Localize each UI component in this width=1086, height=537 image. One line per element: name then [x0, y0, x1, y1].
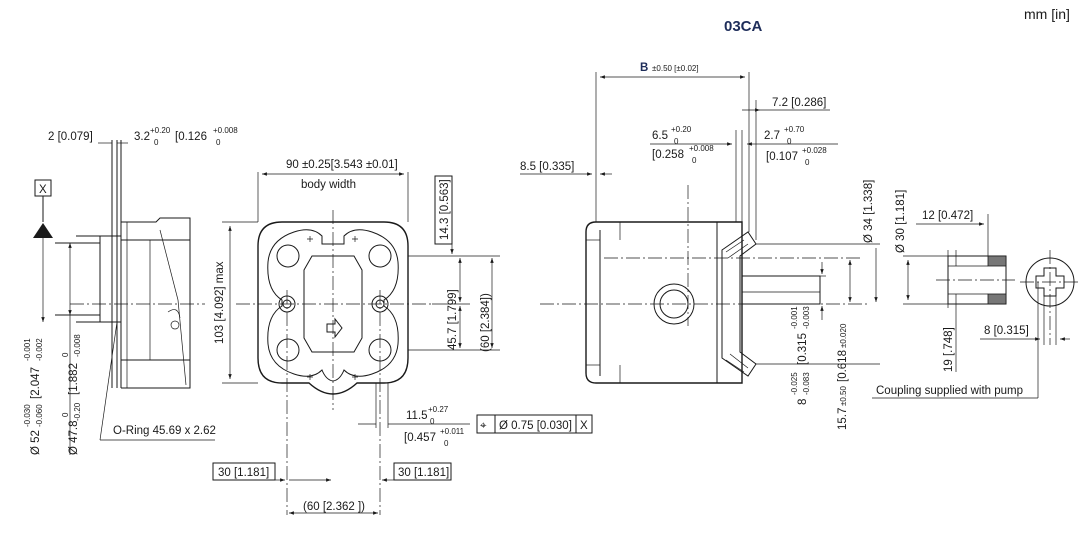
dim-60-vertical: (60 [2.384])	[480, 293, 492, 352]
dim-3-2-tol-dn: 0	[154, 138, 159, 147]
dim-11-5-up: +0.27	[428, 405, 449, 414]
dim-45-7: 45.7 [1.799]	[447, 289, 459, 350]
dim-6-5-in-dn: 0	[692, 156, 697, 165]
dim-30-left: 30 [1.181]	[218, 467, 269, 479]
datum-label: X	[39, 184, 47, 196]
dim-3-2-in-up: +0.008	[213, 126, 238, 135]
dim-2: 2 [0.079]	[48, 131, 93, 143]
dim-8-5: 8.5 [0.335]	[520, 161, 574, 173]
dia-47-8-in-up: 0	[61, 352, 70, 357]
oring-label: O-Ring 45.69 x 2.62	[113, 425, 216, 437]
coupling-dim-8: 8 [0.315]	[984, 325, 1029, 337]
dia-52-tol-up: -0.030	[23, 404, 32, 427]
dim-2-7-in: [0.107	[766, 151, 798, 163]
dia-47-8-tol-dn: -0.20	[73, 402, 82, 421]
dim-6-5-in: [0.258	[652, 149, 684, 161]
dia-52-tol-dn: -0.060	[35, 404, 44, 427]
rotation-arrow-icon	[326, 317, 343, 339]
dim-7-2: 7.2 [0.286]	[772, 97, 826, 109]
coupling-detail: Ø 30 [1.181] 12 [0.472] 19 [.748] 8 [0.3…	[872, 190, 1080, 399]
dim-15-7-tol: ±0.50	[839, 385, 848, 406]
dim-3-2: 3.2	[134, 131, 150, 143]
side-view: 2 [0.079] 3.2 +0.20 0 [0.126 +0.008 0 X …	[23, 126, 238, 455]
dim-8-up: -0.025	[790, 372, 799, 395]
dim-8-in-dn: -0.003	[802, 306, 811, 329]
dim-11-5-in-up: +0.011	[440, 427, 465, 436]
height-dim: 103 [4.092] max	[214, 261, 226, 344]
dim-2-7-up: +0.70	[784, 125, 805, 134]
dim-11-5-dn: 0	[430, 417, 435, 426]
dia-52: Ø 52	[30, 430, 42, 455]
dim-30-right: 30 [1.181]	[398, 467, 449, 479]
dim-2-7: 2.7	[764, 130, 780, 142]
dim-15-7-in: [0.618	[837, 350, 849, 382]
dim-6-5-in-up: +0.008	[689, 144, 714, 153]
dim-8: 8	[797, 399, 809, 405]
body-width-label: body width	[301, 179, 356, 191]
units-label: mm [in]	[1024, 6, 1070, 22]
coupling-dia-30: Ø 30 [1.181]	[895, 190, 907, 253]
dia-52-in-up: -0.001	[23, 338, 32, 361]
front-view: 90 ±0.25[3.543 ±0.01] body width 103 [4.…	[212, 159, 593, 515]
tolerance-datum: X	[580, 420, 588, 432]
dia-34: Ø 34 [1.338]	[863, 180, 875, 243]
coupling-dim-19: 19 [.748]	[943, 327, 955, 372]
dim-B-tol: ±0.50 [±0.02]	[652, 64, 699, 73]
dim-2-7-in-dn: 0	[805, 158, 810, 167]
position-icon: ⌖	[480, 420, 487, 432]
dim-11-5-in-dn: 0	[444, 439, 449, 448]
dia-47-8-in: [1.882	[68, 363, 80, 395]
dim-15-7: 15.7	[837, 408, 849, 430]
dim-8-in: [0.315	[797, 333, 809, 365]
tolerance-value: Ø 0.75 [0.030]	[499, 420, 572, 432]
dim-3-2-tol-up: +0.20	[150, 126, 171, 135]
dim-3-2-in-dn: 0	[216, 138, 221, 147]
dia-52-in-dn: -0.002	[35, 338, 44, 361]
datum-triangle-icon	[33, 223, 53, 238]
coupling-dim-12: 12 [0.472]	[922, 210, 973, 222]
dim-6-5: 6.5	[652, 130, 668, 142]
dim-3-2-in: [0.126	[175, 131, 207, 143]
dim-14-3: 14.3 [0.563]	[439, 179, 451, 240]
dim-8-dn: -0.083	[802, 372, 811, 395]
dim-11-5: 11.5	[406, 410, 428, 422]
dia-47-8-in-dn: -0.008	[73, 334, 82, 357]
dia-47-8-tol-up: 0	[61, 412, 70, 417]
width-dim: 90 ±0.25[3.543 ±0.01]	[286, 159, 398, 171]
dim-2-7-in-up: +0.028	[802, 146, 827, 155]
dim-2-7-dn: 0	[787, 137, 792, 146]
dim-60-horizontal: (60 [2.362 ])	[303, 501, 365, 513]
coupling-caption: Coupling supplied with pump	[876, 385, 1023, 397]
dim-8-in-up: -0.001	[790, 306, 799, 329]
dia-52-in: [2.047	[30, 367, 42, 399]
dim-15-7-in-tol: ±0.020	[839, 323, 848, 348]
dim-11-5-in: [0.457	[404, 432, 436, 444]
dim-6-5-dn: 0	[674, 137, 679, 146]
drawing-title: 03CA	[724, 18, 763, 35]
right-view: B ±0.50 [±0.02] 7.2 [0.286] 6.5 +0.20 0 …	[520, 62, 880, 430]
dia-47-8: Ø 47.8	[68, 420, 80, 455]
dim-6-5-up: +0.20	[671, 125, 692, 134]
dim-B: B	[640, 62, 648, 74]
